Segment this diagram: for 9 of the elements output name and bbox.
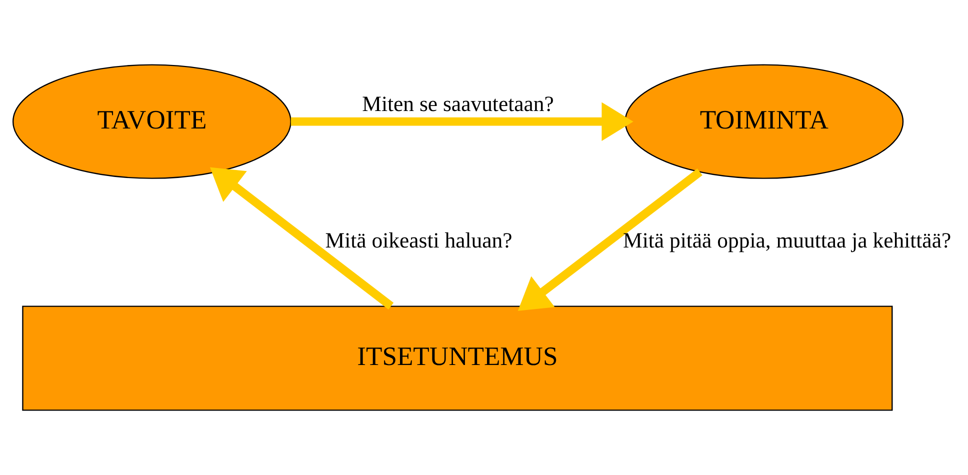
node-box: ITSETUNTEMUS	[22, 306, 893, 411]
edge-label: Miten se saavutetaan?	[362, 92, 554, 116]
node-ellipse: TOIMINTA	[624, 64, 904, 179]
arrow	[210, 167, 394, 310]
arrow	[518, 168, 702, 311]
node-ellipse: TAVOITE	[12, 64, 292, 179]
edge-label: Mitä pitää oppia, muuttaa ja kehittää?	[623, 228, 952, 253]
arrow	[290, 102, 634, 141]
edge-label: Mitä oikeasti haluan?	[325, 228, 512, 253]
